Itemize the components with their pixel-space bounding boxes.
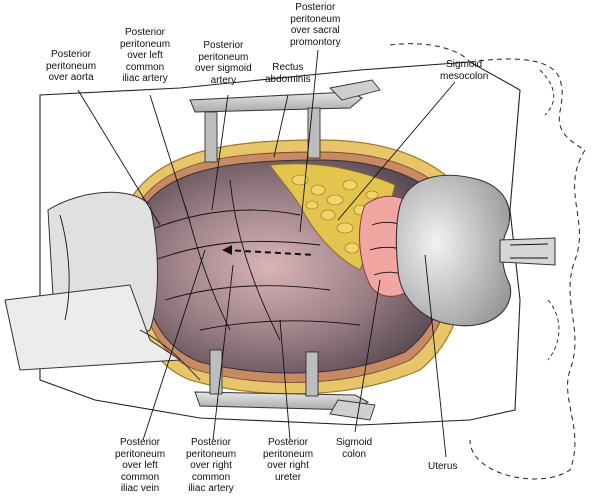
label-peritoneum-sacral-promontory: Posterior peritoneum over sacral promont…: [290, 2, 341, 48]
label-peritoneum-left-common-iliac-vein: Posterior peritoneum over left common il…: [115, 437, 165, 495]
label-line: Posterior: [51, 49, 92, 60]
label-line: promontory: [290, 36, 341, 48]
label-line: mesocolon: [440, 70, 489, 82]
label-line: abdominis: [265, 73, 311, 85]
label-line: common: [125, 61, 165, 73]
retractor-blades: [4, 79, 381, 421]
label-line: Posterior: [203, 40, 244, 51]
label-line: Sigmoid: [336, 437, 373, 448]
label-sigmoid-mesocolon: Sigmoid mesocolon: [440, 59, 488, 82]
label-line: peritoneum: [263, 448, 314, 460]
label-peritoneum-aorta: Posterior peritoneum over aorta: [46, 49, 96, 84]
label-line: over left: [122, 460, 158, 471]
label-line: over sigmoid: [195, 63, 252, 74]
label-line: over right: [190, 460, 232, 471]
label-line: iliac artery: [122, 73, 168, 84]
label-line: common: [120, 471, 160, 483]
label-peritoneum-right-ureter: Posterior peritoneum over right ureter: [263, 437, 313, 483]
label-line: over right: [267, 460, 309, 471]
label-peritoneum-sigmoid-artery: Posterior peritoneum over sigmoid artery: [195, 40, 252, 86]
label-line: Rectus: [272, 62, 304, 73]
label-line: colon: [342, 448, 367, 460]
label-line: over sacral: [290, 25, 340, 36]
label-line: peritoneum: [120, 38, 171, 50]
label-rectus-abdominis: Rectus abdominis: [265, 62, 311, 85]
label-line: iliac vein: [120, 483, 160, 494]
label-peritoneum-right-common-iliac-artery: Posterior peritoneum over right common i…: [186, 437, 236, 495]
arrow-head-icon: [222, 245, 232, 255]
label-line: over left: [127, 50, 163, 61]
label-line: peritoneum: [198, 51, 249, 63]
leader-lines: [77, 49, 456, 458]
label-line: common: [191, 471, 231, 483]
label-line: Uterus: [428, 461, 458, 472]
label-line: peritoneum: [115, 448, 166, 460]
label-uterus: Uterus: [428, 461, 457, 473]
label-line: Posterior: [295, 2, 336, 13]
label-line: Posterior: [125, 27, 166, 38]
label-sigmoid-colon: Sigmoid colon: [336, 437, 372, 460]
label-line: artery: [210, 74, 237, 86]
incision-line: [224, 249, 316, 256]
label-line: peritoneum: [186, 448, 237, 460]
label-line: Posterior: [191, 437, 232, 448]
label-line: Posterior: [120, 437, 161, 448]
label-line: ureter: [274, 471, 302, 483]
uterus: [395, 174, 556, 327]
label-line: peritoneum: [290, 13, 341, 25]
label-line: over aorta: [48, 72, 94, 83]
label-line: Posterior: [268, 437, 309, 448]
label-peritoneum-left-common-iliac-artery: Posterior peritoneum over left common il…: [120, 27, 170, 85]
label-line: peritoneum: [46, 60, 97, 72]
label-line: Sigmoid: [446, 59, 483, 70]
label-line: iliac artery: [188, 483, 234, 494]
